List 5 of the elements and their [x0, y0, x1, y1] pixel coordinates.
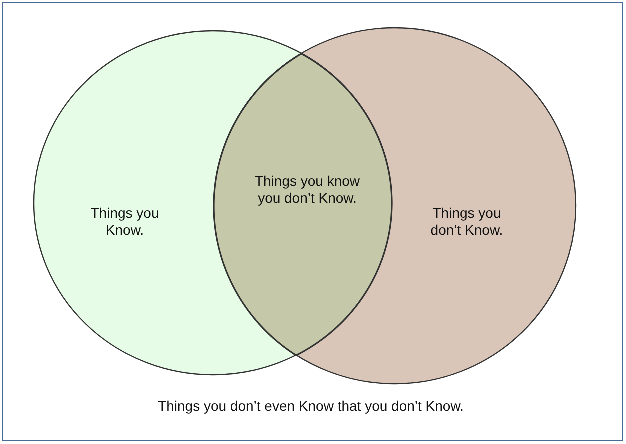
set-label: Things you know you don’t Know. — [254, 172, 362, 207]
set-label: Things you don’t Know. — [430, 205, 504, 239]
set-label: Things you Know. — [90, 205, 160, 239]
set-label: Things you don’t even Know that you don’t Know. — [157, 398, 465, 415]
overlap-region — [213, 52, 393, 356]
